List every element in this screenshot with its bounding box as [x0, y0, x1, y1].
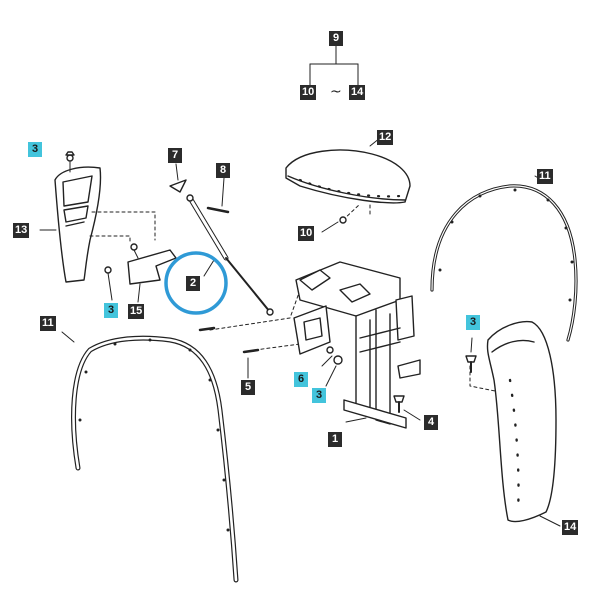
label-8: 8: [216, 163, 230, 178]
label-14-top: 14: [349, 85, 366, 100]
label-3-top: 3: [28, 142, 42, 157]
bolt-4: [393, 395, 421, 421]
label-11-right: 11: [537, 169, 553, 184]
label-13: 13: [13, 223, 30, 238]
side-panel-part: [39, 166, 102, 283]
label-3-left: 3: [104, 303, 118, 318]
label-15: 15: [128, 304, 145, 319]
label-10-mid: 10: [298, 226, 315, 241]
trim-strip-right: [430, 175, 578, 342]
label-tilde: ~: [330, 84, 342, 100]
bolt-5: [242, 348, 260, 379]
label-10-top: 10: [300, 85, 317, 100]
label-12: 12: [377, 130, 394, 145]
label-3-right: 3: [466, 315, 480, 330]
label-2: 2: [186, 276, 200, 291]
armrest-cushion-part: [285, 137, 411, 204]
label-9: 9: [329, 31, 343, 46]
label-4: 4: [424, 415, 438, 430]
highlight-circle: [164, 251, 228, 315]
label-11-left: 11: [40, 316, 56, 331]
label-14-bottom: 14: [562, 520, 579, 535]
label-5: 5: [241, 380, 255, 395]
reference-bracket: [309, 44, 359, 86]
gas-strut-part: [186, 194, 274, 316]
screw-left: [198, 326, 216, 332]
label-6: 6: [294, 372, 308, 387]
pin-part: [206, 177, 230, 214]
clip-part: [169, 163, 187, 193]
label-3-center: 3: [312, 388, 326, 403]
side-panel-right-part: [486, 320, 561, 527]
label-1: 1: [328, 432, 342, 447]
trim-strip-left: [61, 331, 239, 583]
screw-right: [465, 337, 477, 373]
bracket-part: [127, 243, 177, 303]
label-7: 7: [168, 148, 182, 163]
support-frame-part: [293, 261, 421, 429]
